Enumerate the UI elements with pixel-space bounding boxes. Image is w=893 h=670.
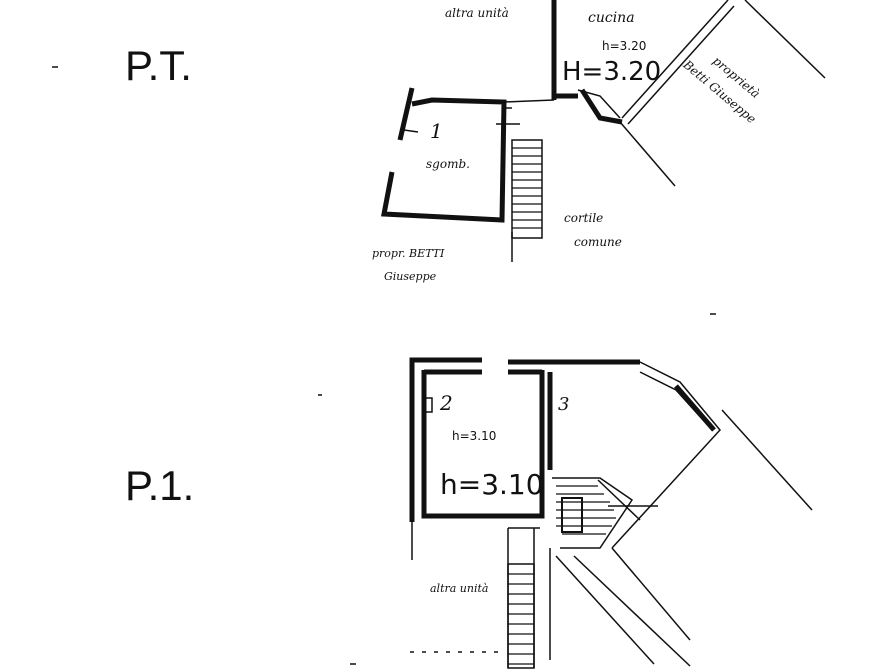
storage-room-walls [381,87,555,223]
room1-name: sgomb. [426,157,470,171]
proprieta-left-line1: propr. BETTI [372,247,445,260]
kitchen-height-small: h=3.20 [602,39,646,53]
altra-unita-label-top: altra unità [445,6,509,20]
cortile-line1: cortile [564,211,603,225]
internal-stair [552,477,658,549]
room1-number: 1 [430,119,443,143]
ground-floor-label: P.T. [125,42,192,89]
first-floor-label: P.1. [125,462,194,509]
room2-number: 2 [439,391,453,415]
cortile-line2: comune [574,235,622,249]
first-floor-walls [409,357,813,668]
first-floor-plan: P.1. [125,357,813,669]
ground-floor-stair [496,123,543,262]
proprieta-left-line2: Giuseppe [384,270,437,283]
kitchen-walls [551,0,826,187]
room2-height-big: h=3.10 [440,468,544,501]
room3-number: 3 [558,394,569,415]
kitchen-name: cucina [588,10,635,26]
proprieta-right-label: proprietà Betti Giuseppe [680,54,763,127]
first-floor-stair [507,563,535,669]
room2-height-small: h=3.10 [452,429,496,443]
ground-floor-plan: P.T. altra unità cucina h=3.20 H=3.20 pr… [52,0,826,315]
altra-unita-label-bottom: altra unità [430,582,488,595]
kitchen-height-big: H=3.20 [562,57,661,87]
